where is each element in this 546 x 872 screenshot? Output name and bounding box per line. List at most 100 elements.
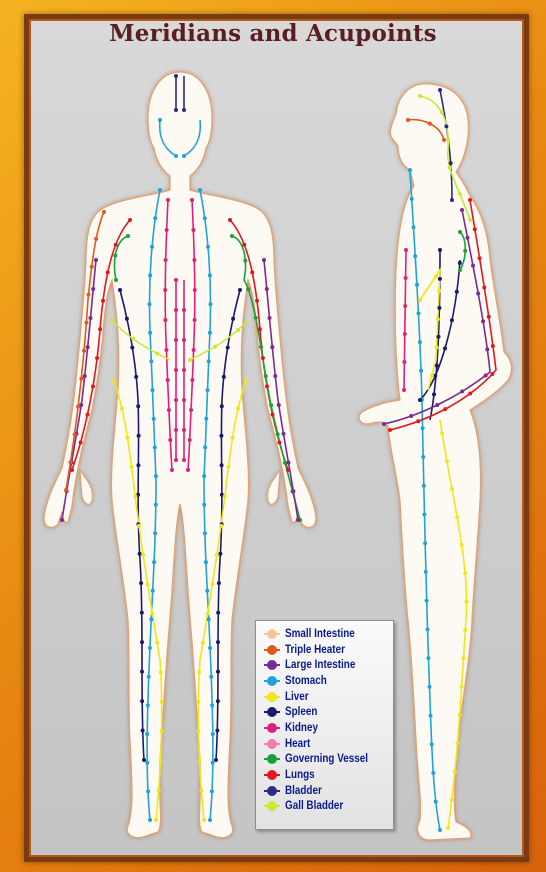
acupoint: [428, 122, 432, 126]
acupoint: [201, 641, 205, 645]
acupoint: [186, 468, 190, 472]
legend-item: Small Intestine: [264, 626, 393, 642]
acupoint: [426, 627, 430, 631]
acupoint: [134, 375, 138, 379]
acupoint: [148, 646, 152, 650]
acupoint: [430, 742, 434, 746]
acupoint: [136, 404, 140, 408]
acupoint: [154, 503, 158, 507]
legend-swatch-icon: [264, 692, 280, 702]
acupoint: [462, 656, 466, 660]
legend-label: Heart: [285, 738, 310, 750]
acupoint: [147, 675, 151, 679]
acupoint: [458, 230, 462, 234]
legend-item: Kidney: [264, 720, 393, 736]
acupoint: [286, 461, 290, 465]
acupoint: [126, 234, 130, 238]
acupoint: [403, 332, 407, 336]
acupoint: [208, 646, 212, 650]
acupoint: [140, 611, 144, 615]
acupoint: [160, 729, 164, 733]
acupoint: [205, 589, 209, 593]
acupoint: [190, 198, 194, 202]
acupoint: [231, 317, 235, 321]
acupoint: [120, 407, 124, 411]
acupoint: [202, 818, 206, 822]
acupoint: [206, 388, 210, 392]
acupoint: [182, 398, 186, 402]
acupoint: [114, 278, 118, 282]
acupoint: [170, 468, 174, 472]
acupoint: [460, 208, 464, 212]
acupoint: [443, 407, 447, 411]
acupoint: [463, 571, 467, 575]
acupoint: [198, 759, 202, 763]
acupoint: [415, 283, 419, 287]
acupoint: [168, 438, 172, 442]
acupoint: [422, 484, 426, 488]
acupoint: [468, 198, 472, 202]
acupoint: [460, 685, 464, 689]
acupoint: [148, 273, 152, 277]
acupoint: [204, 417, 208, 421]
acupoint: [149, 359, 153, 363]
acupoint: [458, 261, 462, 265]
acupoint: [283, 461, 287, 465]
acupoint: [89, 316, 93, 320]
acupoint: [417, 311, 421, 315]
acupoint: [83, 374, 87, 378]
acupoint: [137, 524, 141, 528]
acupoint: [404, 276, 408, 280]
acupoint: [182, 308, 186, 312]
legend-swatch-icon: [264, 801, 280, 811]
acupoint: [158, 118, 162, 122]
acupoint: [491, 344, 495, 348]
acupoint: [476, 292, 480, 296]
acupoint: [291, 489, 295, 493]
acupoint: [174, 368, 178, 372]
acupoint: [438, 248, 442, 252]
acupoint: [192, 258, 196, 262]
acupoint: [158, 188, 162, 192]
acupoint: [444, 124, 448, 128]
acupoint: [478, 256, 482, 260]
legend-item: Triple Heater: [264, 642, 393, 658]
chart-title: Meridians and Acupoints: [0, 20, 546, 47]
acupoint: [468, 392, 472, 396]
acupoint: [406, 118, 410, 122]
acupoint: [102, 210, 106, 214]
acupoint: [190, 378, 194, 382]
acupoint: [434, 274, 438, 278]
acupoint: [209, 302, 213, 306]
acupoint: [421, 455, 425, 459]
acupoint: [210, 582, 214, 586]
acupoint: [130, 346, 134, 350]
acupoint: [460, 389, 464, 393]
acupoint: [76, 405, 80, 409]
legend-swatch-icon: [264, 723, 280, 733]
acupoint: [440, 110, 444, 114]
acupoint: [91, 384, 95, 388]
acupoint: [418, 340, 422, 344]
acupoint: [193, 288, 197, 292]
acupoint: [130, 465, 134, 469]
acupoint: [209, 675, 213, 679]
acupoint: [114, 243, 118, 247]
acupoint: [410, 197, 414, 201]
acupoint: [220, 404, 224, 408]
legend-label: Triple Heater: [285, 644, 345, 656]
acupoint: [450, 198, 454, 202]
acupoint: [203, 445, 207, 449]
acupoint: [276, 432, 280, 436]
acupoint: [460, 543, 464, 547]
acupoint: [216, 611, 220, 615]
legend-swatch-icon: [264, 786, 280, 796]
acupoint: [259, 345, 263, 349]
legend-item: Stomach: [264, 673, 393, 689]
acupoint: [174, 74, 178, 78]
acupoint: [208, 331, 212, 335]
acupoint: [79, 377, 83, 381]
acupoint: [150, 245, 154, 249]
legend-label: Large Intestine: [285, 659, 355, 671]
acupoint: [145, 761, 149, 765]
